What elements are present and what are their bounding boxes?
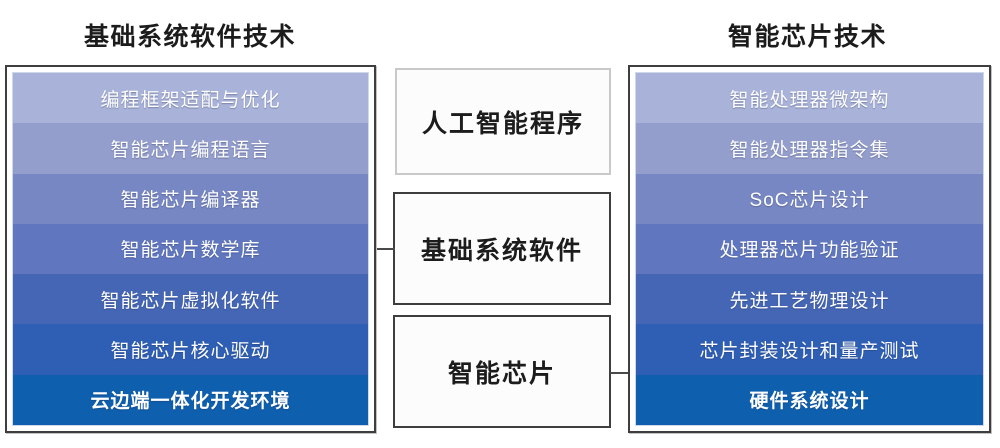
- left-stack-band[interactable]: 智能芯片编程语言: [13, 123, 368, 174]
- left-stack-band[interactable]: 智能芯片数学库: [13, 223, 368, 275]
- connector-line-left: [377, 248, 395, 250]
- spine-box-intelligent-chip[interactable]: 智能芯片: [393, 315, 611, 428]
- left-stack-band[interactable]: 智能芯片虚拟化软件: [13, 274, 368, 325]
- right-column-title: 智能芯片技术: [727, 23, 887, 51]
- right-stack-band[interactable]: SoC芯片设计: [636, 173, 983, 224]
- right-stack-band[interactable]: 智能处理器微架构: [636, 73, 983, 124]
- left-stack-inner: 编程框架适配与优化 智能芯片编程语言 智能芯片编译器 智能芯片数学库 智能芯片虚…: [12, 72, 369, 426]
- right-stack-band[interactable]: 处理器芯片功能验证: [636, 223, 983, 275]
- left-stack-band[interactable]: 云边端一体化开发环境: [13, 374, 368, 425]
- spine-box-ai-program[interactable]: 人工智能程序: [395, 68, 611, 175]
- left-stack-band[interactable]: 智能芯片核心驱动: [13, 324, 368, 375]
- spine-box-foundation-system-software[interactable]: 基础系统软件: [393, 192, 611, 305]
- right-technology-stack-panel: 智能处理器微架构 智能处理器指令集 SoC芯片设计 处理器芯片功能验证 先进工艺…: [628, 65, 991, 433]
- right-stack-band[interactable]: 智能处理器指令集: [636, 123, 983, 174]
- right-stack-inner: 智能处理器微架构 智能处理器指令集 SoC芯片设计 处理器芯片功能验证 先进工艺…: [635, 72, 984, 426]
- right-stack-band[interactable]: 硬件系统设计: [636, 374, 983, 425]
- left-stack-band[interactable]: 编程框架适配与优化: [13, 73, 368, 124]
- left-technology-stack-panel: 编程框架适配与优化 智能芯片编程语言 智能芯片编译器 智能芯片数学库 智能芯片虚…: [5, 65, 376, 433]
- connector-line-right: [610, 372, 629, 374]
- left-column-title: 基础系统软件技术: [83, 23, 296, 51]
- right-stack-band[interactable]: 先进工艺物理设计: [636, 274, 983, 325]
- left-stack-band[interactable]: 智能芯片编译器: [13, 173, 368, 224]
- right-stack-band[interactable]: 芯片封装设计和量产测试: [636, 324, 983, 375]
